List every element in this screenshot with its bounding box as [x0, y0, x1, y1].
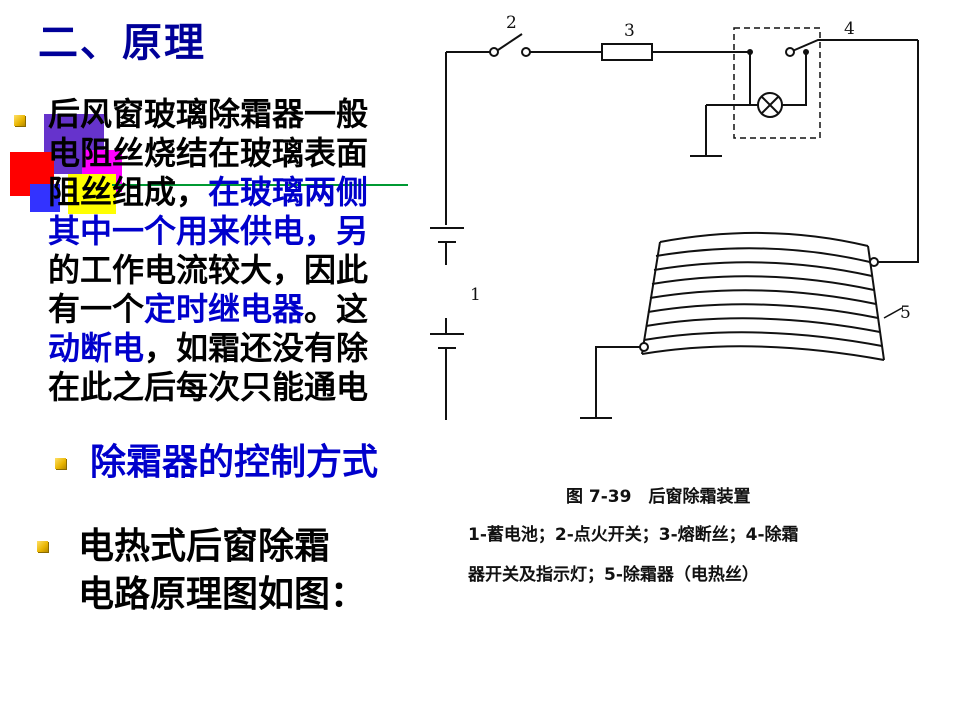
deco-square-blue [30, 184, 60, 212]
switch-box [733, 27, 821, 139]
bullet-icon [55, 458, 66, 469]
highlighted-text: 在玻璃两侧 [208, 173, 369, 211]
paragraph-line: 的工作电流较大，因此 [48, 251, 428, 290]
paragraph-text: 。这 [304, 290, 369, 328]
circuit-intro: 电热式后窗除霜 电路原理图如图： [78, 523, 366, 619]
figure-caption-line: 器开关及指示灯；5-除霜器（电热丝） [468, 565, 759, 585]
paragraph-line: 动断电，如霜还没有除 [48, 329, 428, 368]
deco-line [112, 184, 442, 186]
paragraph-line: 后风窗玻璃除霜器一般 [48, 95, 428, 134]
bullet-icon [37, 541, 48, 552]
subheading: 除霜器的控制方式 [90, 442, 379, 483]
intro-paragraph: 后风窗玻璃除霜器一般电阻丝烧结在玻璃表面阻丝组成，在玻璃两侧其中一个用来供电，另… [48, 95, 428, 407]
figure-caption-title: 图 7-39 后窗除霜装置 [566, 487, 751, 507]
circuit-intro-line: 电热式后窗除霜 [78, 526, 331, 567]
label-defroster: 5 [900, 303, 911, 323]
paragraph-text: 在此之后每次只能通电 [48, 368, 369, 406]
figure-caption-line: 1-蓄电池；2-点火开关；3-熔断丝；4-除霜 [468, 525, 799, 545]
paragraph-text: 的工作电流较大，因此 [48, 251, 369, 289]
paragraph-line: 阻丝组成，在玻璃两侧 [48, 173, 428, 212]
bullet-icon [14, 115, 25, 126]
deco-square-yellow [68, 174, 116, 214]
circuit-intro-line: 电路原理图如图： [78, 574, 367, 615]
highlighted-text: 定时继电器 [144, 290, 305, 328]
label-defrost-switch: 4 [844, 19, 855, 39]
paragraph-text: ，如霜还没有除 [144, 329, 369, 367]
label-ignition-switch: 2 [506, 13, 517, 33]
paragraph-text: 后风窗玻璃除霜器一般 [48, 95, 369, 133]
defroster-grid [641, 231, 885, 361]
highlighted-text: 其中一个用来供电，另 [48, 212, 369, 250]
paragraph-line: 其中一个用来供电，另 [48, 212, 428, 251]
paragraph-text: 电阻丝烧结在玻璃表面 [48, 134, 369, 172]
paragraph-line: 有一个定时继电器。这 [48, 290, 428, 329]
label-battery: 1 [470, 285, 481, 305]
paragraph-line: 在此之后每次只能通电 [48, 368, 428, 407]
paragraph-line: 电阻丝烧结在玻璃表面 [48, 134, 428, 173]
highlighted-text: 动断电 [48, 329, 145, 367]
circuit-figure: 2 3 4 1 5 图 7-39 后窗除霜装置 1-蓄电池；2-点火开关；3-熔… [408, 0, 960, 612]
label-fuse: 3 [624, 21, 635, 41]
paragraph-text: 阻丝组成， [48, 173, 209, 211]
page-title: 二、原理 [38, 20, 206, 66]
paragraph-text: 有一个 [48, 290, 145, 328]
circuit-diagram: 2 3 4 1 5 [430, 13, 919, 420]
